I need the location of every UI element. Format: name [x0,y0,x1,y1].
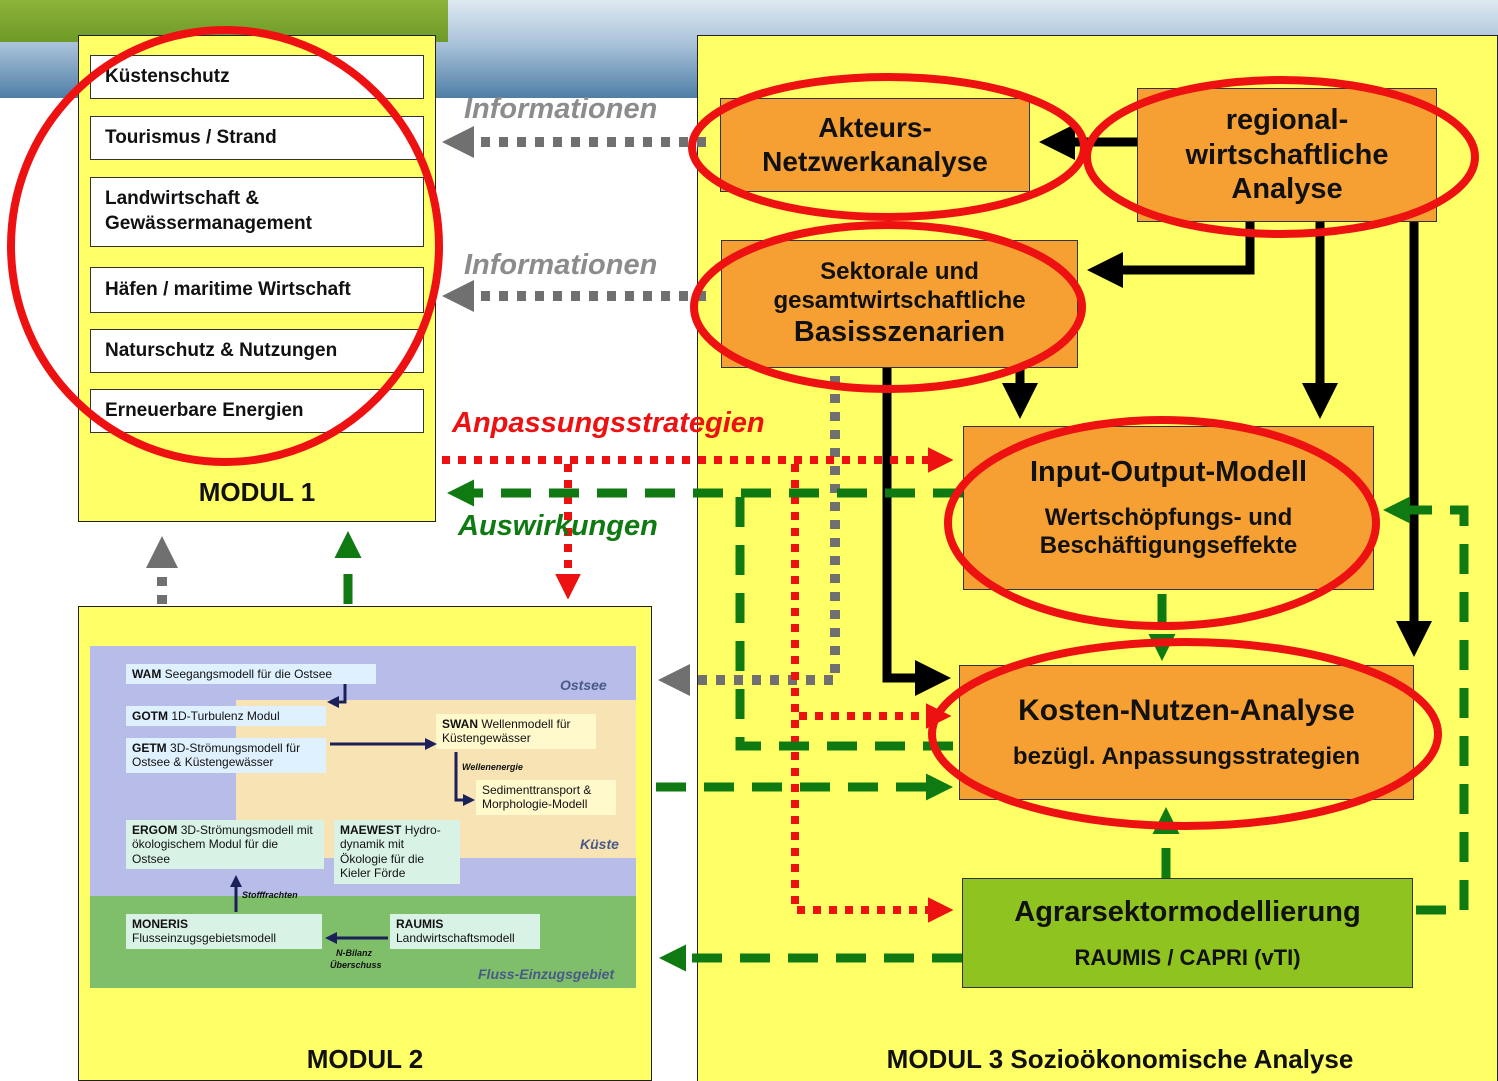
modul2-label-nbilanz: N-Bilanz [336,948,372,958]
modul1-item-haefen: Häfen / maritime Wirtschaft [90,267,424,313]
highlight-kna [928,638,1442,830]
modul2-box-ergom: ERGOM 3D-Strömungsmodell mit ökologische… [126,820,324,870]
label-auswirkungen: Auswirkungen [458,510,658,542]
modul2-label-wellenenergie: Wellenenergie [462,762,523,772]
gotm-name: GOTM [132,709,168,723]
label-anpassungsstrategien: Anpassungsstrategien [452,407,765,439]
modul2-box-moneris: MONERIS Flusseinzugsgebietsmodell [126,914,322,949]
arrow-regional-sektorale [1087,222,1255,288]
kna-title: Kosten-Nutzen-Analyse [1018,694,1355,728]
modul2-internal-arrows [230,684,475,944]
highlight-sektorale [690,221,1086,393]
modul2-box-sediment: Sedimenttransport & Morphologie-Modell [476,780,616,815]
akteurs-line2: Netzwerkanalyse [762,146,988,177]
swan-desc: Wellenmodell für Küstengewässer [442,717,571,746]
arrow-strategie-agrar [791,464,954,923]
modul2-box-wam: WAM Seegangsmodell für die Ostsee [126,664,376,685]
kosten-nutzen-analyse-box: Kosten-Nutzen-Analyse bezügl. Anpassungs… [959,665,1414,800]
highlight-ellipses [7,26,1479,830]
arrow-swan-sediment [454,752,475,806]
sediment-desc: Sedimenttransport & Morphologie-Modell [482,783,592,812]
label-informationen-2: Informationen [464,249,658,281]
modul2-box-raumis: RAUMIS Landwirtschaftsmodell [390,914,540,949]
raumis-desc: Landwirtschaftsmodell [396,931,515,946]
io-sub1: Wertschöpfungs- und [1044,503,1293,531]
modul2-label-fluss: Fluss-Einzugsgebiet [478,966,615,982]
impact-arrows [334,479,1469,972]
moneris-desc: Flusseinzugsgebietsmodell [132,931,277,946]
input-output-modell-box: Input-Output-Modell Wertschöpfungs- und … [963,426,1374,590]
modul1-item-naturschutz: Naturschutz & Nutzungen [90,329,424,373]
wam-name: WAM [132,667,162,681]
arrow-agrar-io [1383,496,1469,915]
strategy-arrows [442,447,954,923]
modul2-label-ostsee: Ostsee [560,677,607,693]
raumis-name: RAUMIS [396,917,444,931]
modul1-item-tourismus: Tourismus / Strand [90,116,424,160]
wam-desc: Seegangsmodell für die Ostsee [164,667,333,681]
ergom-name: ERGOM [132,823,178,837]
maewest-name: MAEWEST [340,823,402,837]
highlight-modul1 [7,26,443,466]
sektorale-line3: Basisszenarien [793,316,1006,349]
label-informationen-1: Informationen [464,93,658,125]
highlight-akteurs [688,73,1088,221]
regionalwirtschaftliche-analyse-box: regional- wirtschaftliche Analyse [1137,88,1437,222]
arrow-wam-gotm [327,684,347,708]
io-title: Input-Output-Modell [1029,455,1307,488]
arrow-sektorale-modul2 [658,376,840,697]
kna-sub: bezügl. Anpassungsstrategien [1012,743,1361,771]
modul2-box-swan: SWAN Wellenmodell für Küstengewässer [436,714,596,749]
modul2-label-ueberschuss: Überschuss [330,960,382,970]
modul2-label-kueste: Küste [580,836,619,852]
agrar-title: Agrarsektormodellierung [1014,895,1361,928]
solid-flow-arrows [882,124,1432,696]
ergom-desc: 3D-Strömungsmodell mit ökologischem Modu… [132,823,313,866]
io-sub2: Beschäftigungseffekte [1039,532,1298,560]
modul3-title: MODUL 3 Sozioökonomische Analyse [886,1044,1354,1074]
getm-desc: 3D-Strömungsmodell für Ostsee & Küstenge… [132,741,301,770]
maewest-desc: Hydro-dynamik mit Ökologie für die Kiele… [340,823,441,881]
modul2-label-stofffrachten: Stofffrachten [242,890,298,900]
swan-name: SWAN [442,717,478,731]
regional-line1: regional- [1225,103,1349,136]
modul1-item-landwirtschaft: Landwirtschaft & Gewässermanagement [90,177,424,247]
regional-line2: wirtschaftliche [1185,138,1389,171]
getm-name: GETM [132,741,167,755]
highlight-io [944,416,1380,630]
modul2-box-maewest: MAEWEST Hydro-dynamik mit Ökologie für d… [334,820,460,884]
akteurs-line1: Akteurs- [818,112,932,144]
sektorale-line2: gesamtwirtschaftliche [773,286,1026,314]
gotm-desc: 1D-Turbulenz Modul [171,709,280,723]
modul1-item-kuestenschutz: Küstenschutz [90,55,424,99]
highlight-regional [1083,76,1479,238]
arrow-io-kna-dashed [735,497,960,751]
information-arrows [145,126,840,697]
moneris-name: MONERIS [132,917,189,931]
arrow-sektorale-kna [882,368,951,696]
modul2-title: MODUL 2 [306,1044,424,1074]
agrarsektormodellierung-box: Agrarsektormodellierung RAUMIS / CAPRI (… [962,878,1413,988]
agrar-sub: RAUMIS / CAPRI (vTI) [1074,944,1301,970]
modul1-title: MODUL 1 [198,477,316,507]
akteurs-netzwerkanalyse-box: Akteurs- Netzwerkanalyse [720,98,1030,192]
modul2-box-gotm: GOTM 1D-Turbulenz Modul [126,706,326,727]
sektorale-basisszenarien-box: Sektorale und gesamtwirtschaftliche Basi… [721,240,1078,368]
sektorale-line1: Sektorale und [820,257,979,285]
regional-line3: Analyse [1231,173,1343,206]
modul2-box-getm: GETM 3D-Strömungsmodell für Ostsee & Küs… [126,738,326,773]
